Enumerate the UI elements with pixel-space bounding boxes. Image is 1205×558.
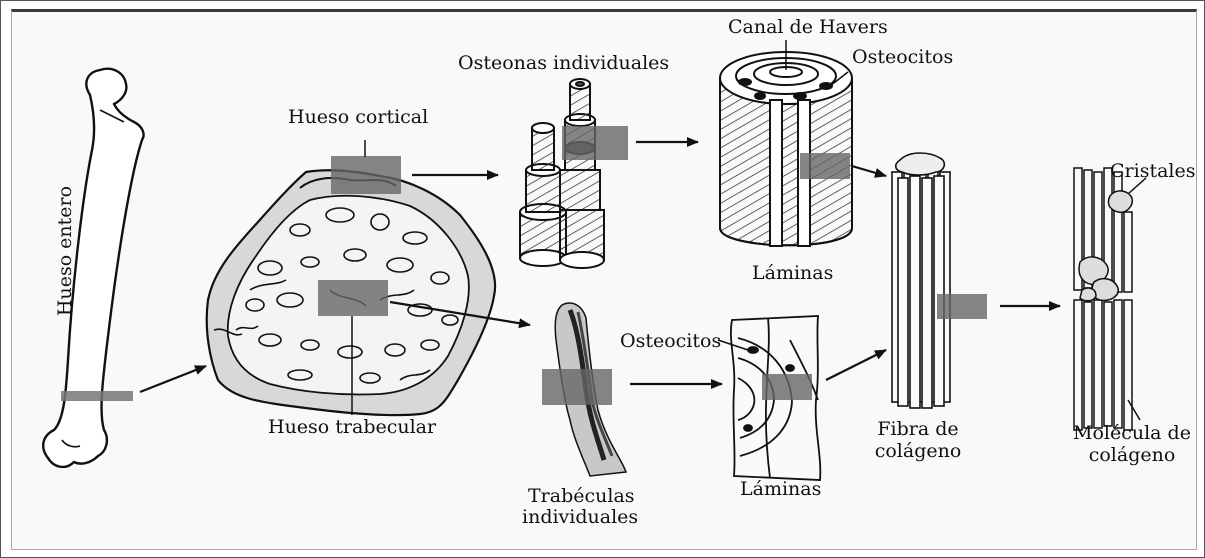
label-havers-canal: Canal de Havers [728,16,888,38]
label-crystals: Cristales [1110,160,1195,182]
cortical-marker [331,156,401,194]
label-osteocytes-bottom: Osteocitos [620,330,721,352]
lamellae-marker [800,153,850,179]
label-collagen-molecule-line1: Molécula de [1070,422,1194,444]
trabecula-marker [542,369,612,405]
label-whole-bone: Hueso entero [54,176,76,326]
label-trabeculae-line1: Trabéculas [528,485,632,507]
label-individual-osteons: Osteonas individuales [458,52,669,74]
label-collagen-fiber-line1: Fibra de [870,418,966,440]
trabecular-lamellae-marker [762,374,812,400]
label-trabecular-bone: Hueso trabecular [268,416,436,438]
label-trabeculae-line2: individuales [522,506,638,528]
label-collagen-fiber-line2: colágeno [870,440,966,462]
label-cortical-bone: Hueso cortical [288,106,428,128]
label-lamellae-top: Láminas [752,262,833,284]
osteons-drawing [520,79,604,268]
fiber-marker [937,294,987,319]
collagen-molecule-drawing [1074,168,1132,430]
lamellae-cylinder-drawing [720,52,852,246]
label-osteocytes-top: Osteocitos [852,46,953,68]
label-lamellae-bottom: Láminas [740,478,821,500]
whole-bone-marker [61,391,133,401]
label-collagen-molecule-line2: colágeno [1080,444,1184,466]
collagen-fiber-drawing [892,153,950,408]
osteon-marker [562,126,628,160]
trabecular-marker [318,280,388,316]
